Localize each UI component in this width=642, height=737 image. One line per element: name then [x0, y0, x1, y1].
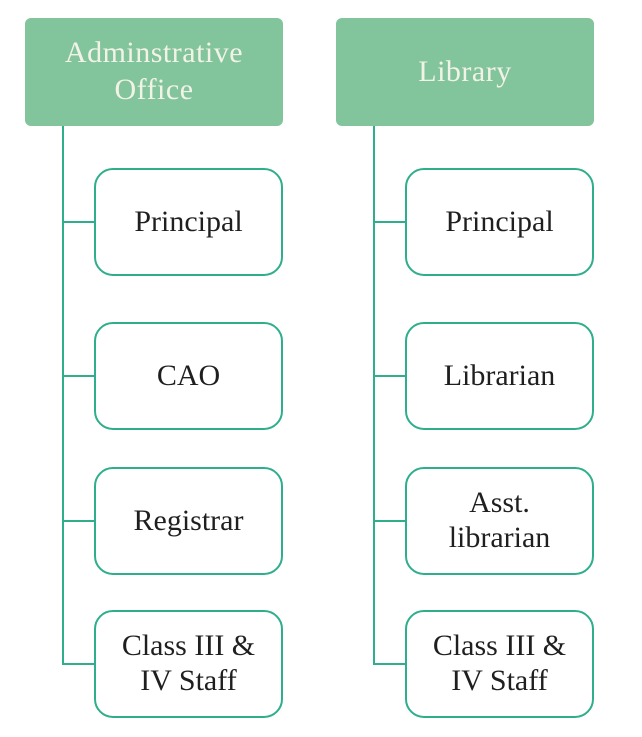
connector-stub: [373, 520, 406, 522]
node-label: Principal: [445, 204, 554, 238]
adminstrative-office-header-box: Adminstrative Office: [25, 18, 283, 126]
library-header-box: Library: [336, 18, 594, 126]
connector-stub: [62, 221, 95, 223]
connector-stub: [373, 375, 406, 377]
node-registrar: Registrar: [94, 467, 283, 575]
connector-stub: [62, 520, 95, 522]
node-label: Asst. librarian: [448, 486, 551, 554]
connector-trunk: [373, 126, 375, 665]
node-class-3-4-staff: Class III & IV Staff: [405, 610, 594, 718]
adminstrative-office-header-label: Adminstrative Office: [64, 36, 244, 106]
node-label: Class III & IV Staff: [432, 629, 567, 697]
node-cao: CAO: [94, 322, 283, 430]
column-library: Library Principal Librarian Asst. librar…: [336, 18, 594, 728]
library-header-label: Library: [418, 54, 512, 88]
node-librarian: Librarian: [405, 322, 594, 430]
node-label: Principal: [134, 204, 243, 238]
node-label: Registrar: [133, 503, 244, 537]
connector-trunk: [62, 126, 64, 665]
node-label: CAO: [156, 358, 221, 392]
connector-stub: [62, 375, 95, 377]
node-principal: Principal: [405, 168, 594, 276]
connector-stub: [373, 663, 406, 665]
connector-stub: [373, 221, 406, 223]
node-label: Class III & IV Staff: [121, 629, 256, 697]
column-adminstrative-office: Adminstrative Office Principal CAO Regis…: [25, 18, 283, 728]
node-label: Librarian: [443, 358, 556, 392]
connector-stub: [62, 663, 95, 665]
node-asst-librarian: Asst. librarian: [405, 467, 594, 575]
node-principal: Principal: [94, 168, 283, 276]
node-class-3-4-staff: Class III & IV Staff: [94, 610, 283, 718]
